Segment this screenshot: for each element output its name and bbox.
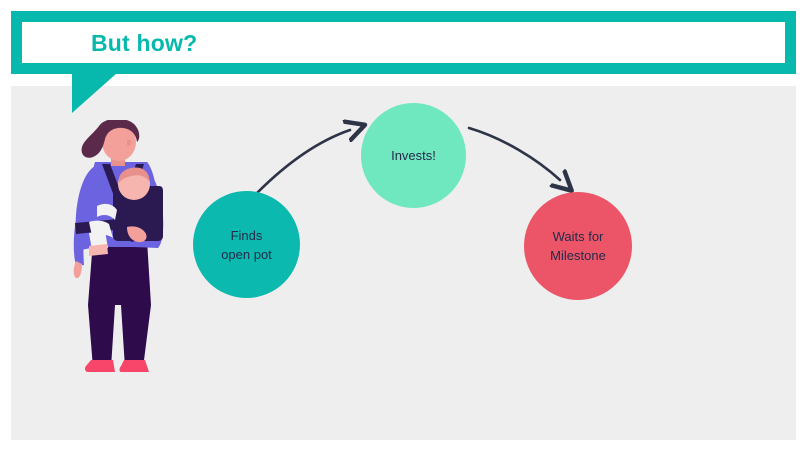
flow-node-invests[interactable]: Invests!	[361, 103, 466, 208]
woman-carrying-baby-illustration	[55, 118, 185, 390]
banner-tail-icon	[72, 73, 117, 113]
flow-node-waits-for-milestone[interactable]: Waits for Milestone	[524, 192, 632, 300]
arrow-invests-to-waits	[467, 126, 560, 180]
flow-node-label-line: open pot	[221, 246, 272, 262]
flow-node-finds-open-pot[interactable]: Finds open pot	[193, 191, 300, 298]
flow-node-label-line: Invests!	[391, 148, 436, 163]
flow-node-label: Finds open pot	[221, 226, 272, 264]
flow-node-label: Invests!	[391, 146, 436, 165]
flow-node-label: Waits for Milestone	[550, 227, 606, 265]
flow-node-label-line: Milestone	[550, 248, 606, 263]
banner-inner-panel	[22, 22, 785, 63]
flow-node-label-line: Waits for	[552, 229, 604, 244]
page-title: But how?	[91, 30, 198, 56]
arrow-finds-to-invests	[255, 130, 350, 195]
title-banner: But how?	[11, 11, 796, 113]
flow-node-label-line: Finds	[230, 227, 263, 243]
